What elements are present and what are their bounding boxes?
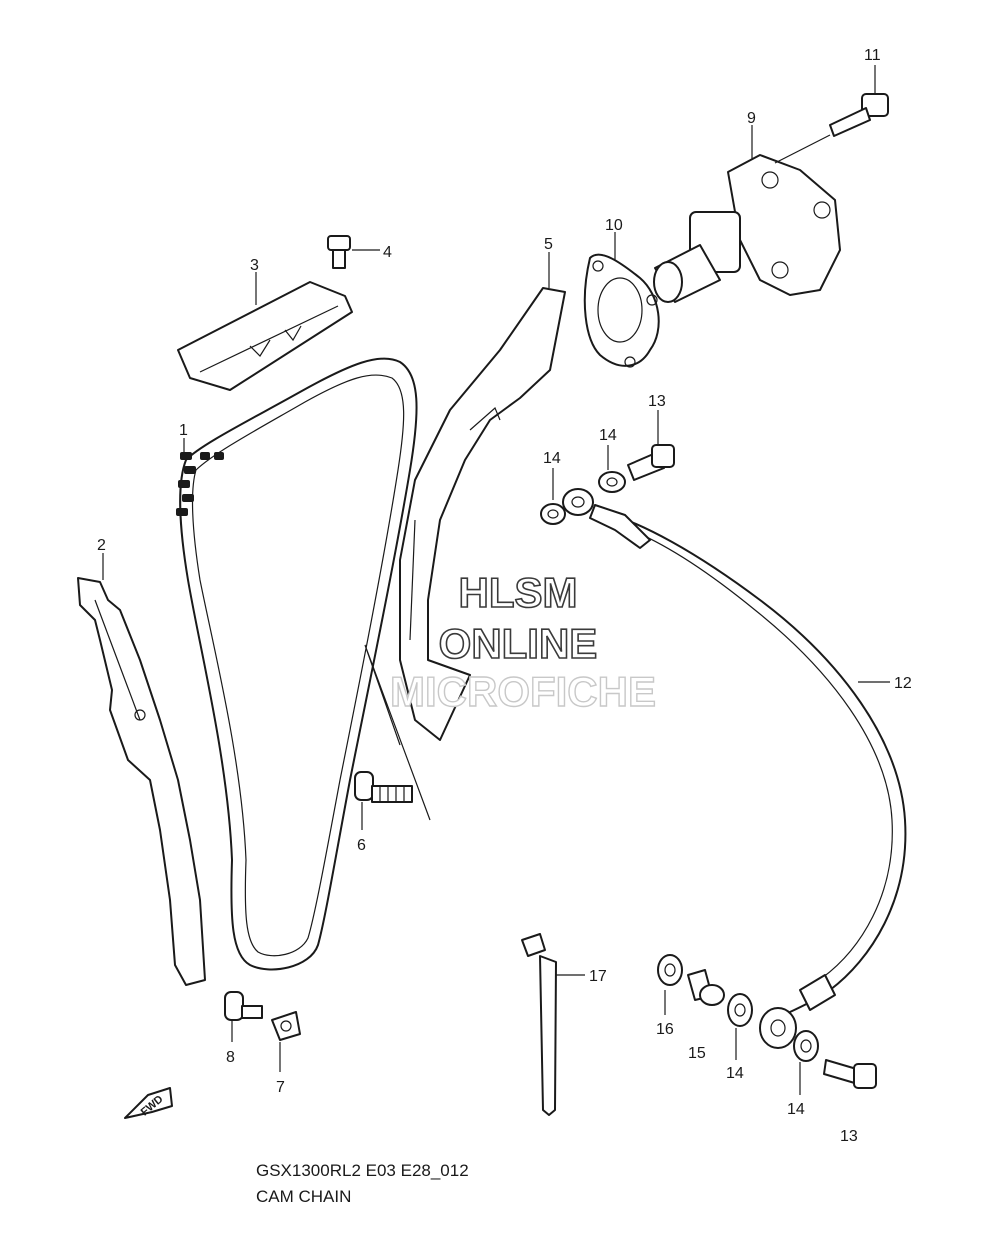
callout-2: 2 bbox=[97, 537, 106, 554]
callout-11: 11 bbox=[864, 47, 881, 64]
callout-13-lower: 13 bbox=[840, 1128, 858, 1145]
part-5-tensioner-guide bbox=[364, 287, 566, 821]
part-9-tensioner-adjuster bbox=[653, 125, 841, 303]
part-17-cable-tie bbox=[521, 933, 585, 1116]
callout-1: 1 bbox=[179, 422, 188, 439]
part-8-bolt bbox=[224, 991, 263, 1042]
callout-12: 12 bbox=[894, 675, 912, 692]
watermark-line-2: ONLINE bbox=[439, 620, 598, 667]
callout-3: 3 bbox=[250, 257, 259, 274]
callout-6: 6 bbox=[357, 837, 366, 854]
watermark: HLSM ONLINE MICROFICHE bbox=[389, 568, 656, 716]
callout-15: 15 bbox=[688, 1045, 706, 1062]
fwd-arrow: FWD bbox=[124, 1087, 173, 1119]
part-3-chain-guide-top bbox=[177, 281, 353, 391]
part-10-gasket bbox=[583, 232, 660, 368]
leader-lines bbox=[102, 252, 550, 580]
part-12-hose bbox=[589, 504, 907, 1013]
diagram-title: CAM CHAIN bbox=[256, 1187, 351, 1206]
part-2-rear-chain-guide bbox=[77, 577, 206, 986]
callout-16: 16 bbox=[656, 1021, 674, 1038]
part-4-bolt bbox=[327, 235, 380, 269]
callout-14-d: 14 bbox=[787, 1101, 805, 1118]
hose-lower-fittings bbox=[657, 954, 877, 1095]
callout-8: 8 bbox=[226, 1049, 235, 1066]
hose-upper-fittings bbox=[540, 410, 675, 525]
callout-9: 9 bbox=[747, 110, 756, 127]
callout-4: 4 bbox=[383, 244, 392, 261]
diagram-code: GSX1300RL2 E03 E28_012 bbox=[256, 1161, 469, 1180]
watermark-line-1: HLSM bbox=[459, 569, 578, 616]
callout-14-a: 14 bbox=[543, 450, 561, 467]
callout-14-c: 14 bbox=[726, 1065, 744, 1082]
callout-labels: 1 2 3 4 5 6 7 8 9 10 11 12 13 13 14 14 1… bbox=[97, 47, 912, 1145]
callout-13-upper: 13 bbox=[648, 393, 666, 410]
callout-10: 10 bbox=[605, 217, 623, 234]
part-1-cam-chain bbox=[176, 357, 418, 971]
part-7-plate bbox=[271, 1011, 301, 1072]
diagram-caption: GSX1300RL2 E03 E28_012 CAM CHAIN bbox=[256, 1161, 469, 1206]
callout-7: 7 bbox=[276, 1079, 285, 1096]
part-6-bolt bbox=[354, 771, 413, 830]
part-11-bolt bbox=[829, 65, 889, 137]
callout-5: 5 bbox=[544, 236, 553, 253]
callout-14-b: 14 bbox=[599, 427, 617, 444]
watermark-line-3: MICROFICHE bbox=[390, 668, 656, 715]
callout-17: 17 bbox=[589, 968, 607, 985]
